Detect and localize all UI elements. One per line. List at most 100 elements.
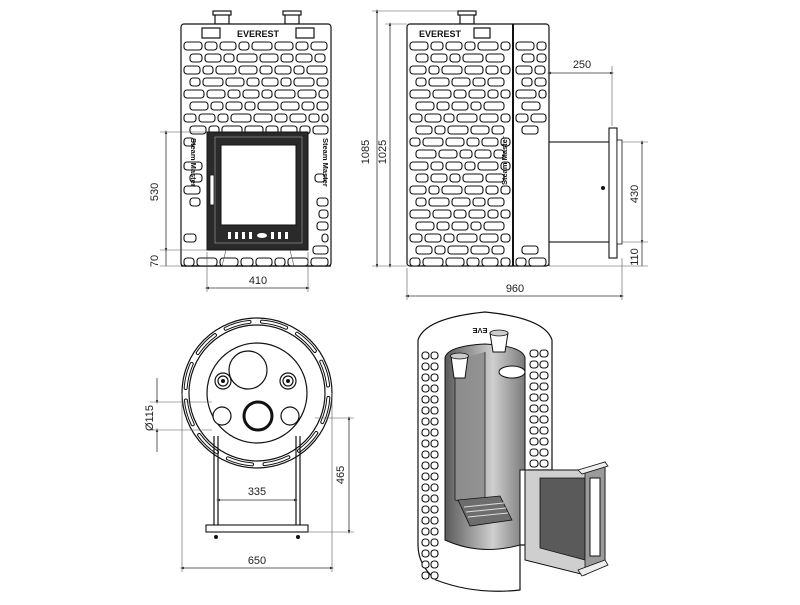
brick-cutout bbox=[430, 428, 439, 437]
brick-cutout bbox=[521, 101, 541, 111]
front-product-label-left: Steam Master bbox=[189, 138, 198, 187]
brick-cutout bbox=[415, 197, 427, 207]
brick-cutout bbox=[415, 173, 429, 183]
brick-cutout bbox=[421, 450, 430, 459]
brick-cutout bbox=[189, 197, 201, 207]
brick-cutout bbox=[295, 41, 309, 51]
dim-front-width: 410 bbox=[249, 275, 267, 287]
dim-side-total-depth: 960 bbox=[506, 283, 524, 295]
brick-cutout bbox=[491, 125, 505, 135]
brick-cutout bbox=[189, 77, 201, 87]
brick-cutout bbox=[529, 393, 539, 402]
brick-cutout bbox=[312, 125, 329, 135]
brick-cutout bbox=[539, 448, 549, 457]
brick-cutout bbox=[485, 53, 505, 63]
brick-cutout bbox=[202, 65, 214, 75]
brick-cutout bbox=[443, 233, 455, 243]
brick-cutout bbox=[415, 125, 433, 135]
brick-cutout bbox=[521, 245, 539, 255]
brick-cutout bbox=[421, 472, 430, 481]
brick-cutout bbox=[539, 426, 549, 435]
front-brand-logo: EVEREST bbox=[237, 29, 280, 39]
brick-cutout bbox=[227, 89, 241, 99]
brick-cutout bbox=[430, 417, 439, 426]
brick-cutout bbox=[430, 373, 439, 382]
brick-cutout bbox=[430, 505, 439, 514]
side-tunnel-flange bbox=[608, 127, 618, 259]
brick-cutout bbox=[421, 538, 430, 547]
brick-cutout bbox=[257, 101, 279, 111]
brick-cutout bbox=[310, 257, 329, 267]
dim-side-total-height: 1085 bbox=[360, 140, 372, 164]
brick-cutout bbox=[451, 77, 471, 87]
brick-cutout bbox=[445, 41, 463, 51]
brick-cutout bbox=[230, 113, 252, 123]
brick-cutout bbox=[500, 41, 511, 51]
ring-slot bbox=[298, 431, 318, 452]
dim-front-base-height: 70 bbox=[149, 255, 161, 267]
brick-cutout bbox=[539, 371, 549, 380]
brick-cutout bbox=[259, 65, 273, 75]
brick-cutout bbox=[515, 113, 529, 123]
brick-cutout bbox=[430, 494, 439, 503]
brick-cutout bbox=[479, 233, 499, 243]
brick-cutout bbox=[483, 221, 505, 231]
brick-cutout bbox=[515, 257, 527, 267]
side-tunnel bbox=[548, 141, 612, 243]
brick-cutout bbox=[436, 101, 450, 111]
cutaway-3d-view: EVE bbox=[417, 311, 609, 592]
brick-cutout bbox=[238, 41, 250, 51]
ring-slot bbox=[321, 396, 330, 424]
brick-cutout bbox=[483, 101, 505, 111]
brick-cutout bbox=[441, 65, 463, 75]
brick-cutout bbox=[445, 257, 465, 267]
dim-top-flue-diameter: Ø115 bbox=[144, 405, 156, 431]
dim-front-door-height: 530 bbox=[149, 183, 161, 201]
brick-cutout bbox=[421, 362, 430, 371]
brick-cutout bbox=[529, 371, 539, 380]
dim-side-tunnel-base: 110 bbox=[629, 248, 641, 266]
ring-slot bbox=[260, 320, 288, 329]
brick-cutout bbox=[421, 439, 430, 448]
brick-cutout bbox=[451, 197, 471, 207]
brick-cutout bbox=[253, 113, 273, 123]
brick-cutout bbox=[500, 209, 511, 219]
top-view: Ø115 335 465 650 bbox=[144, 317, 354, 572]
brick-cutout bbox=[451, 221, 469, 231]
brick-cutout bbox=[316, 221, 329, 231]
brick-cutout bbox=[470, 245, 490, 255]
brick-cutout bbox=[183, 41, 203, 51]
brick-cutout bbox=[183, 65, 201, 75]
brick-cutout bbox=[474, 149, 492, 159]
brick-cutout bbox=[409, 257, 421, 267]
brick-cutout bbox=[421, 428, 430, 437]
ring-slot bbox=[184, 399, 194, 426]
brick-cutout bbox=[462, 53, 484, 63]
brick-cutout bbox=[515, 65, 533, 75]
brick-cutout bbox=[316, 197, 329, 207]
brick-cutout bbox=[539, 382, 549, 391]
top-flue-center bbox=[242, 400, 274, 432]
brick-cutout bbox=[500, 89, 511, 99]
brick-cutout bbox=[536, 53, 547, 63]
brick-cutout bbox=[202, 77, 224, 87]
brick-cutout bbox=[421, 571, 430, 580]
brick-cutout bbox=[297, 89, 317, 99]
brick-cutout bbox=[310, 41, 328, 51]
cutaway-brand-fragment: EVE bbox=[472, 326, 487, 335]
brick-cutout bbox=[521, 77, 533, 87]
brick-cutout bbox=[308, 113, 320, 123]
brick-cutout bbox=[529, 349, 539, 358]
brick-cutout bbox=[529, 360, 539, 369]
brick-cutout bbox=[422, 137, 444, 147]
brick-cutout bbox=[477, 161, 499, 171]
brick-cutout bbox=[274, 257, 286, 267]
side-brick-pattern bbox=[409, 41, 547, 267]
brick-cutout bbox=[183, 257, 195, 267]
brick-cutout bbox=[487, 77, 505, 87]
brick-cutout bbox=[428, 197, 450, 207]
brick-cutout bbox=[287, 257, 309, 267]
brick-cutout bbox=[464, 41, 476, 51]
brick-cutout bbox=[430, 395, 439, 404]
